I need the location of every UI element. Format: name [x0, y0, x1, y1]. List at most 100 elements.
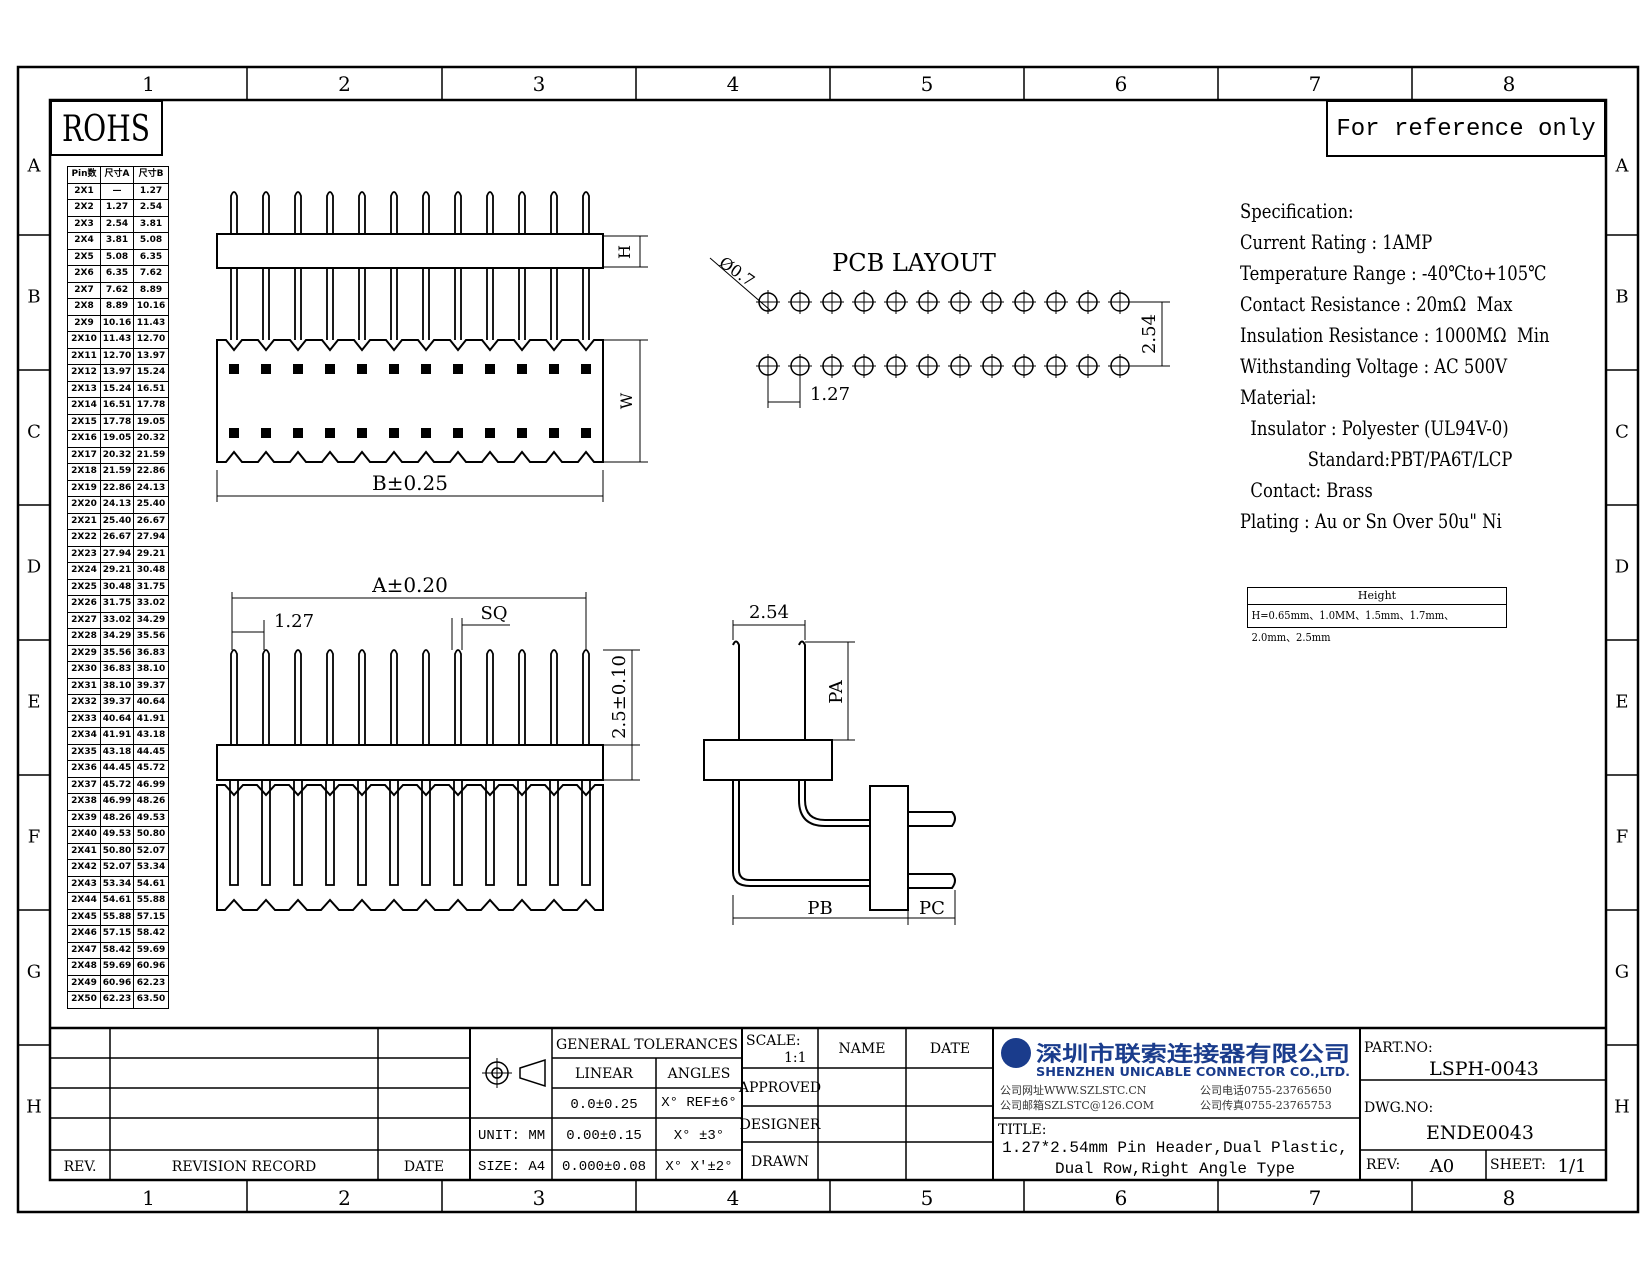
- pin: [550, 191, 558, 234]
- spec-line: Insulation Resistance : 1000MΩ Min: [1240, 323, 1550, 347]
- table-cell: 43.18: [100, 743, 134, 761]
- contact-marker: [485, 428, 495, 438]
- table-cell: 2X9: [67, 314, 101, 332]
- row-label-C-left: C: [27, 422, 41, 443]
- table-row: 2X1—1.27: [67, 182, 169, 200]
- tb-general-tolerances: GENERAL TOLERANCES: [556, 1037, 738, 1053]
- table-cell: 2X41: [67, 842, 101, 860]
- table-cell: 19.05: [100, 430, 134, 448]
- tb-scale-label: SCALE:: [746, 1033, 801, 1049]
- table-cell: 41.91: [133, 710, 169, 728]
- contact-marker: [229, 364, 239, 374]
- tb-name: NAME: [839, 1041, 886, 1057]
- contact-marker: [293, 364, 303, 374]
- tb-title-label: TITLE:: [998, 1122, 1046, 1138]
- table-cell: 25.40: [133, 496, 169, 514]
- table-cell: 36.83: [133, 644, 169, 662]
- table-cell: 2X35: [67, 743, 101, 761]
- table-cell: —: [100, 182, 134, 200]
- table-cell: 2X40: [67, 826, 101, 844]
- table-cell: 2X27: [67, 611, 101, 629]
- pin: [518, 649, 526, 745]
- table-cell: 33.02: [133, 595, 169, 613]
- table-cell: 2.54: [100, 215, 134, 233]
- contact-marker: [261, 364, 271, 374]
- table-cell: 2X15: [67, 413, 101, 431]
- table-cell: 27.94: [100, 545, 134, 563]
- table-cell: 17.78: [100, 413, 134, 431]
- pin: [454, 191, 462, 234]
- rohs-label: ROHS: [62, 109, 150, 150]
- table-cell: 13.97: [133, 347, 169, 365]
- height-header: Height: [1248, 588, 1506, 605]
- col-label-8-top: 8: [1503, 72, 1516, 96]
- table-cell: 46.99: [100, 793, 134, 811]
- row-label-G-right: G: [1615, 962, 1629, 983]
- row-label-E-left: E: [27, 692, 40, 713]
- tb-linear: LINEAR: [575, 1066, 633, 1082]
- table-cell: 52.07: [100, 859, 134, 877]
- pin: [294, 649, 302, 745]
- pin: [326, 191, 334, 234]
- table-cell: 2X46: [67, 925, 101, 943]
- row-label-F-right: F: [1616, 827, 1629, 848]
- contact-marker: [357, 364, 367, 374]
- table-cell: 49.53: [100, 826, 134, 844]
- table-cell: 60.96: [100, 974, 134, 992]
- pin-tail: [357, 779, 367, 886]
- row-label-H-left: H: [26, 1097, 42, 1118]
- pin: [230, 649, 238, 745]
- table-cell: 2X7: [67, 281, 101, 299]
- table-cell: 29.21: [133, 545, 169, 563]
- height-table: Height H=0.65mm、1.0MM、1.5mm、1.7mm、2.0mm、…: [1247, 587, 1507, 644]
- tb-dwg-no: ENDE0043: [1426, 1122, 1534, 1144]
- table-cell: 20.32: [100, 446, 134, 464]
- tb-drawn: DRAWN: [751, 1154, 809, 1170]
- table-cell: 50.80: [100, 842, 134, 860]
- contact-marker: [549, 364, 559, 374]
- table-cell: 58.42: [133, 925, 169, 943]
- dim-a: A±0.20: [371, 573, 448, 597]
- pcb-col-pitch: 1.27: [810, 384, 850, 405]
- contact-marker: [453, 364, 463, 374]
- tb-title-line2: Dual Row,Right Angle Type: [1055, 1160, 1295, 1178]
- spec-line: Contact: Brass: [1240, 478, 1373, 502]
- pin: [582, 649, 590, 745]
- contact-marker: [261, 428, 271, 438]
- table-cell: 12.70: [133, 331, 169, 349]
- table-cell: 7.62: [133, 265, 169, 283]
- pin: [262, 649, 270, 745]
- table-cell: 26.67: [100, 529, 134, 547]
- row-label-B-left: B: [27, 287, 40, 308]
- table-cell: 3.81: [133, 215, 169, 233]
- tb-ang3: X° X'±2°: [665, 1159, 732, 1175]
- table-cell: 3.81: [100, 232, 134, 250]
- row-label-F-left: F: [28, 827, 41, 848]
- pcb-layout: [756, 290, 1132, 378]
- table-cell: 45.72: [133, 760, 169, 778]
- table-cell: 2X28: [67, 628, 101, 646]
- side-view: [703, 620, 956, 925]
- tb-date: DATE: [404, 1159, 444, 1175]
- table-cell: 59.69: [100, 958, 134, 976]
- contact-marker: [453, 428, 463, 438]
- table-cell: 55.88: [100, 908, 134, 926]
- tb-angles: ANGLES: [667, 1066, 731, 1082]
